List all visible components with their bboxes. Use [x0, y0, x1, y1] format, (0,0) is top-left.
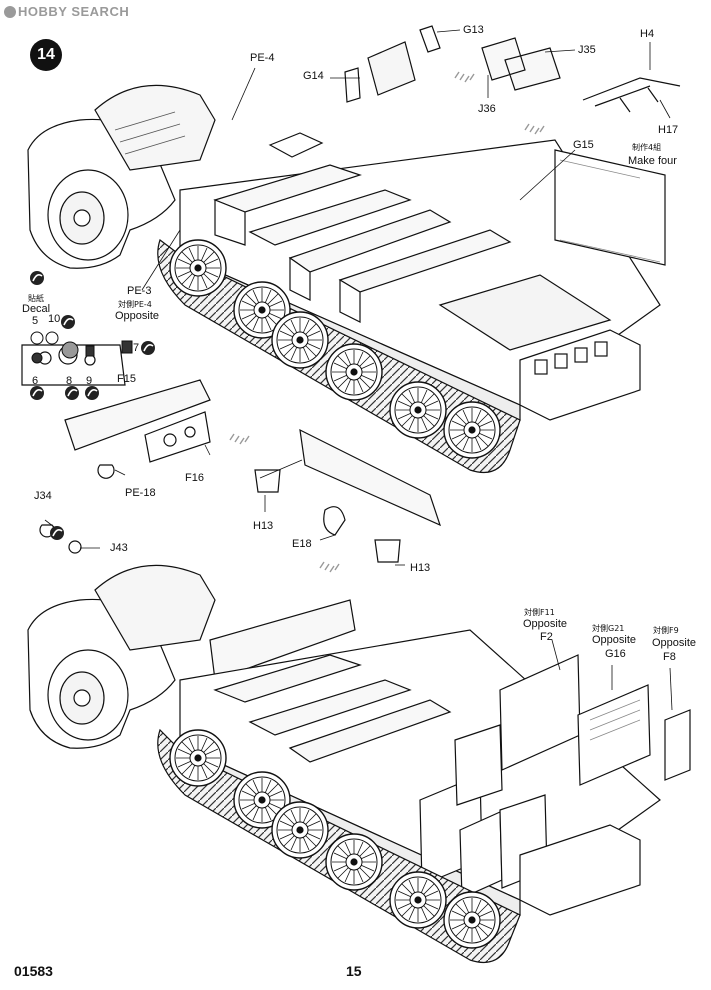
label-f8: F8	[663, 651, 676, 663]
label-make-four: Make four	[628, 155, 677, 167]
watermark-logo-icon	[4, 6, 16, 18]
label-decal-8: 8	[66, 375, 73, 387]
label-h4: H4	[640, 28, 655, 40]
label-g16: G16	[605, 648, 626, 660]
panel-f8	[664, 709, 691, 781]
label-decal-10: 10	[48, 313, 61, 325]
label-f15: F15	[117, 373, 136, 385]
label-h13-b: H13	[410, 562, 431, 574]
label-decal-cn: 貼紙	[28, 294, 44, 303]
label-opposite: Opposite	[115, 310, 160, 322]
label-g14: G14	[303, 70, 324, 82]
label-pe18: PE-18	[125, 487, 156, 499]
label-g13: G13	[463, 24, 484, 36]
side-panel-g15	[554, 149, 666, 266]
page-number: 15	[346, 963, 362, 979]
label-opposite-f9-cn: 対側F9	[653, 626, 679, 635]
decal-icon	[30, 331, 133, 364]
label-opposite-f9: Opposite	[652, 637, 697, 649]
label-pe4: PE-4	[250, 52, 275, 64]
watermark: HOBBY SEARCH	[4, 4, 129, 19]
label-g15: G15	[573, 139, 594, 151]
label-decal-5: 5	[32, 315, 39, 327]
watermark-text: HOBBY SEARCH	[18, 4, 130, 19]
label-j43: J43	[110, 542, 128, 554]
label-j35: J35	[578, 44, 596, 56]
label-make-four-cn: 制作4組	[632, 143, 662, 152]
lower-halftrack-assembly	[27, 564, 691, 964]
label-j36: J36	[478, 103, 496, 115]
label-opposite-g21-cn: 対側G21	[592, 624, 625, 633]
label-pe3: PE-3	[127, 285, 152, 297]
label-h17: H17	[658, 124, 679, 136]
label-decal: Decal	[22, 303, 51, 315]
upper-halftrack-assembly	[27, 84, 666, 474]
label-f2: F2	[540, 631, 553, 643]
label-e18: E18	[292, 538, 312, 550]
label-j34: J34	[34, 490, 52, 502]
leader-lines	[44, 29, 673, 711]
label-opposite-f11-cn: 対側F11	[524, 608, 555, 617]
step-number-badge: 14	[30, 39, 62, 71]
label-decal-9: 9	[86, 375, 93, 387]
label-opposite-f11: Opposite	[523, 618, 568, 630]
label-f16: F16	[185, 472, 204, 484]
engine-bay-upper	[94, 84, 216, 171]
label-opposite-pe4-cn: 対側PE-4	[118, 300, 152, 309]
product-code: 01583	[14, 963, 53, 979]
label-opposite-g21: Opposite	[592, 634, 637, 646]
panel-g16	[577, 684, 651, 786]
label-decal-6: 6	[32, 375, 39, 387]
label-decal-7: 7	[133, 342, 140, 354]
label-h13-a: H13	[253, 520, 274, 532]
loose-parts-upper	[21, 25, 681, 563]
